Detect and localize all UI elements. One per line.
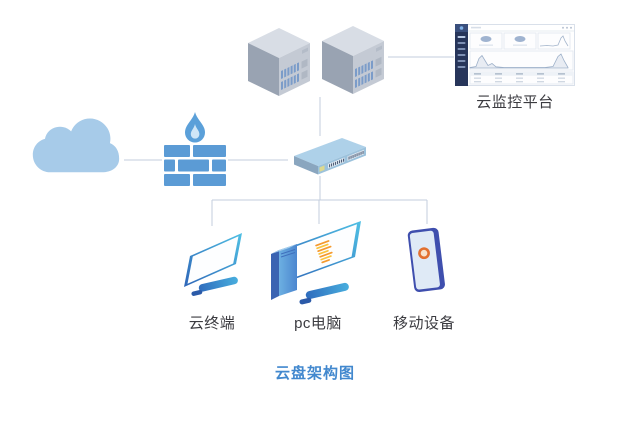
monitor-foot (191, 289, 203, 296)
server-vents (355, 45, 382, 89)
switch-ports-2 (348, 150, 364, 160)
server-left-face (322, 41, 353, 94)
pc-tower-front (279, 244, 297, 296)
switch-front-face (318, 146, 366, 175)
pc-foot (299, 297, 312, 305)
monitor-screen (187, 236, 239, 284)
cloud-shape (32, 118, 120, 173)
switch-left-face (294, 156, 318, 175)
dashboard-line-chart (469, 50, 574, 71)
pc-tower (271, 244, 297, 300)
switch-icon (294, 138, 366, 175)
label-monitoring-platform: 云监控平台 (476, 94, 554, 111)
server-icon-2 (322, 26, 384, 94)
monitor-stand-bar (198, 276, 238, 292)
phone-app-logo (418, 247, 430, 260)
cloud-terminal-icon (184, 233, 242, 296)
brick-wall (164, 145, 226, 186)
dashboard-breadcrumb-bar (471, 26, 481, 29)
dashboard-logo-icon (459, 26, 464, 30)
pc-tower-side (271, 250, 279, 300)
pc-icon (271, 221, 361, 305)
pc-stand-bar (305, 282, 349, 299)
dashboard-table (469, 71, 574, 85)
pc-tower-top (271, 244, 297, 254)
internet-cloud-icon (32, 118, 120, 173)
diagram-title: 云盘架构图 (274, 365, 355, 382)
label-cloud-terminal: 云终端 (188, 315, 236, 332)
pc-screen-text-lines (315, 240, 333, 264)
dashboard-header-dots (562, 26, 572, 29)
monitoring-dashboard-preview (455, 24, 575, 86)
switch-top-face (294, 138, 366, 166)
label-mobile-device: 移动设备 (392, 315, 455, 332)
label-pc: pc电脑 (294, 315, 342, 332)
server-left-face (248, 43, 279, 96)
phone-screen (409, 230, 440, 290)
firewall-icon (164, 112, 226, 186)
switch-ports (329, 158, 345, 168)
flame-inner (190, 124, 200, 139)
dashboard-chart-series (469, 53, 569, 69)
dashboard-menu-items (457, 36, 466, 68)
mobile-device-icon (407, 227, 445, 293)
switch-label-sticker (319, 165, 325, 172)
dashboard-stat-panels (469, 32, 571, 50)
server-vents (281, 47, 308, 91)
server-icon-1 (248, 28, 310, 96)
